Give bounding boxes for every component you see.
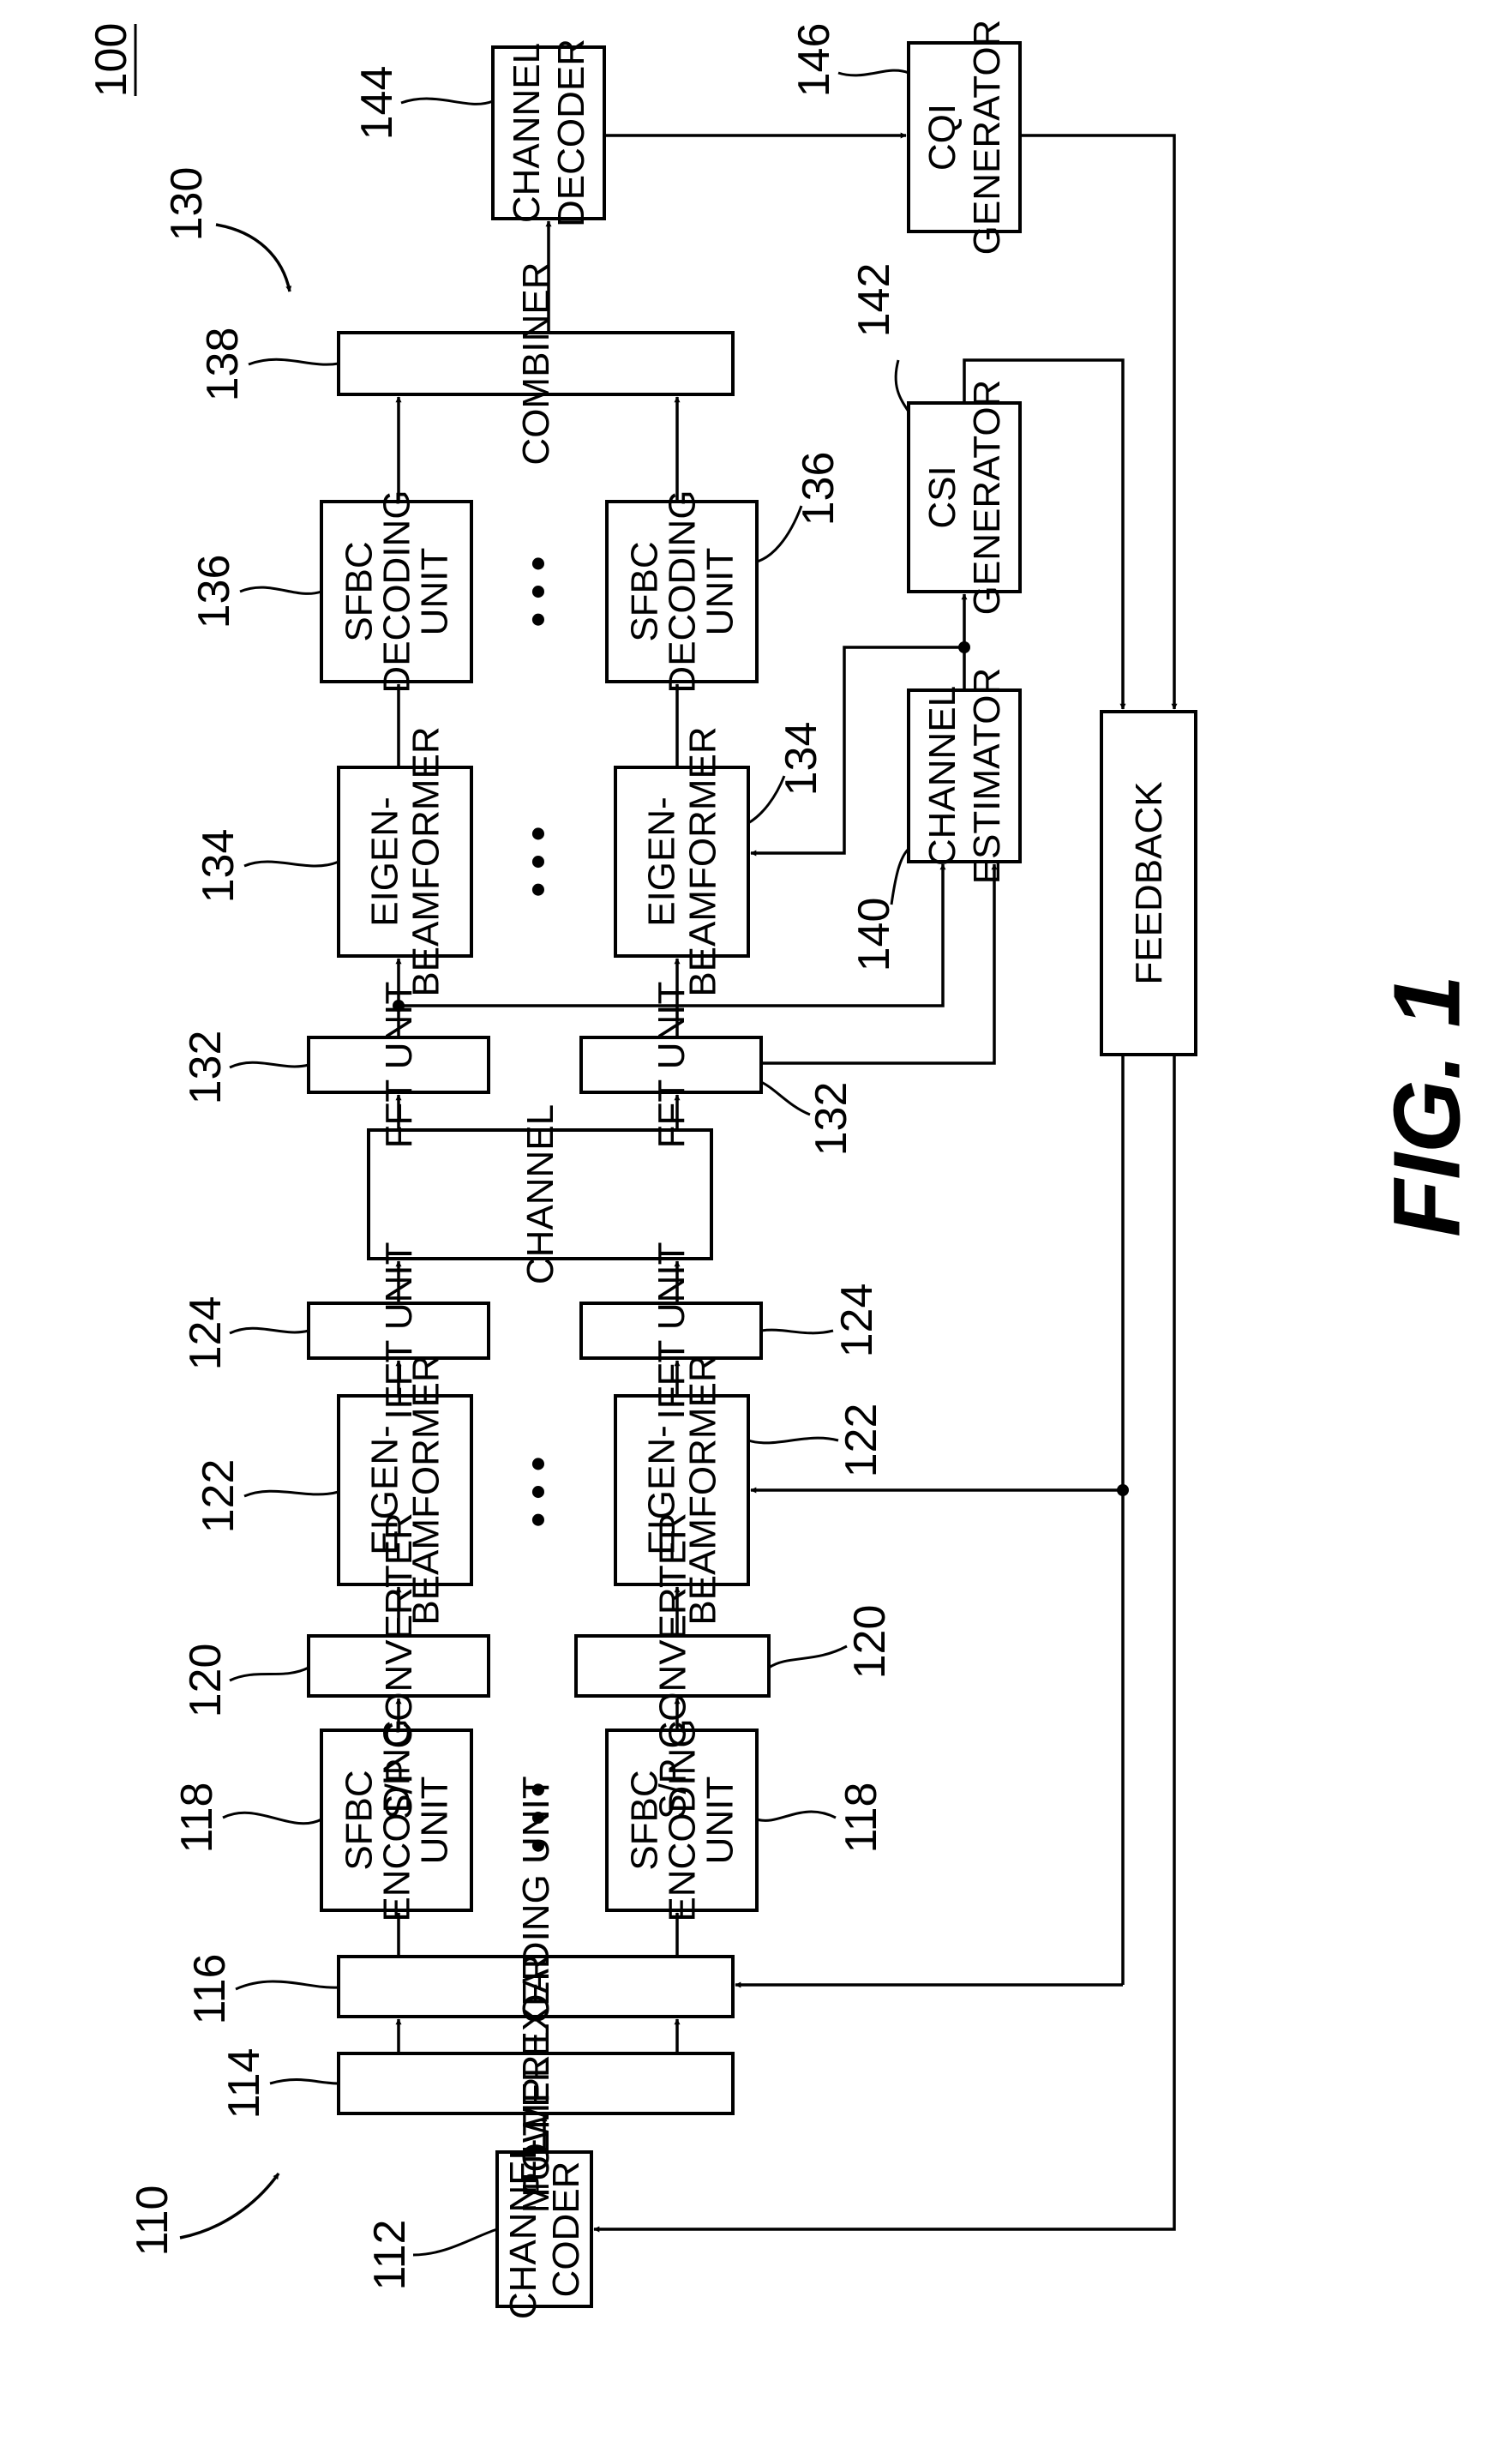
ref-142: 142	[849, 263, 899, 338]
channel-decoder-block-label-line-2: DECODER	[550, 39, 592, 227]
figure-caption: FIG. 1	[1375, 975, 1480, 1237]
ifft-unit-block-2-label-line-1: IFFT UNIT	[651, 1242, 693, 1420]
ref-134-a-leader	[244, 862, 339, 866]
ref-122-b-leader	[748, 1438, 838, 1443]
ref-118-a: 118	[172, 1783, 222, 1854]
eigen-beamformer-rx-block-1-label-line-1: EIGEN-	[363, 797, 405, 927]
ref-136-b: 136	[794, 452, 843, 526]
channel-decoder-block-label-line-1: CHANNEL	[506, 43, 548, 223]
ref-112-leader	[413, 2229, 497, 2255]
ref-114: 114	[219, 2048, 269, 2119]
eigen-beamformer-rx-block-1-label-line-2: BEAMFORMER	[405, 726, 447, 996]
ref-100: 100	[87, 23, 136, 98]
sfbc-decoding-unit-block-1-label-line-1: SFBC	[338, 541, 380, 641]
feedback-block-label: FEEDBACK	[1128, 781, 1170, 984]
fft-unit-block-2-label: FFT UNIT	[651, 982, 693, 1149]
ref-122-a: 122	[194, 1459, 243, 1534]
ref-132-a-leader	[230, 1062, 309, 1067]
ref-138-leader	[249, 359, 339, 364]
ref-124-a: 124	[181, 1296, 231, 1371]
ellipsis-eigen-rx: • • •	[513, 826, 563, 898]
ifft-unit-block-1-label-line-1: IFFT UNIT	[378, 1242, 420, 1420]
ifft-unit-block-2-label: IFFT UNIT	[651, 1242, 693, 1420]
eigen-beamformer-rx-block-2-label-line-2: BEAMFORMER	[681, 726, 723, 996]
channel-estimator-block-label-line-2: ESTIMATOR	[966, 668, 1008, 885]
ref-136-a: 136	[189, 555, 239, 629]
ref-134-a: 134	[194, 829, 243, 904]
ref-112: 112	[365, 2220, 415, 2291]
ref-144: 144	[352, 66, 402, 141]
sfbc-encoding-unit-block-1-label-line-1: SFBC	[338, 1770, 380, 1870]
junction-fft1-tap	[393, 1000, 405, 1012]
sfbc-decoding-unit-block-2-label-line-3: UNIT	[699, 548, 741, 636]
ref-122-a-leader	[244, 1491, 339, 1496]
ref-130-pointer	[216, 225, 290, 292]
combiner-block-label-line-1: COMBINER	[515, 262, 557, 465]
ellipsis-sfbc-encoding: • • •	[513, 1782, 563, 1854]
ref-122-b: 122	[837, 1404, 886, 1478]
feedback-block-label-line-1: FEEDBACK	[1128, 781, 1170, 984]
sfbc-decoding-unit-block-1-label-line-3: UNIT	[413, 548, 455, 636]
cqi-to-feedback-arrow	[1020, 135, 1174, 709]
ifft-unit-block-1-label: IFFT UNIT	[378, 1242, 420, 1420]
ellipsis-eigen-tx: • • •	[513, 1456, 563, 1528]
ref-132-a: 132	[181, 1031, 231, 1105]
ref-136-a-leader	[240, 587, 321, 593]
ref-140: 140	[849, 898, 899, 972]
ref-120-a-leader	[230, 1668, 309, 1680]
fft-unit-block-2-label-line-1: FFT UNIT	[651, 982, 693, 1149]
combiner-block-label: COMBINER	[515, 262, 557, 465]
ref-132-b-leader	[761, 1082, 810, 1115]
ref-118-b: 118	[837, 1783, 886, 1854]
eigen-beamformer-tx-block-2-label-line-1: EIGEN-	[640, 1425, 682, 1555]
channel-block-label-line-1: CHANNEL	[519, 1104, 561, 1284]
ref-110-pointer	[180, 2173, 279, 2238]
junction-estimator-tap	[958, 641, 970, 653]
ref-120-b: 120	[845, 1605, 895, 1680]
cqi-generator-block-label-line-2: GENERATOR	[966, 20, 1008, 256]
channel-estimator-block-label-line-1: CHANNEL	[921, 686, 963, 866]
ref-118-b-leader	[757, 1812, 836, 1820]
ref-138: 138	[198, 328, 248, 402]
ref-118-a-leader	[223, 1813, 321, 1824]
sfbc-encoding-unit-block-2-label-line-3: UNIT	[699, 1777, 741, 1865]
ref-124-b-leader	[761, 1330, 833, 1333]
sfbc-decoding-unit-block-2-label-line-2: DECODING	[661, 490, 703, 693]
ref-110: 110	[128, 2185, 177, 2257]
ref-140-leader	[891, 849, 909, 905]
ref-114-leader	[270, 2080, 339, 2083]
ref-134-b: 134	[777, 722, 826, 797]
csi-generator-block-label-line-2: GENERATOR	[966, 380, 1008, 616]
ref-116: 116	[185, 1954, 235, 2025]
ref-144-leader	[401, 99, 493, 104]
ellipsis-sfbc-decoding: • • •	[513, 556, 563, 628]
eigen-beamformer-rx-block-2-label-line-1: EIGEN-	[640, 797, 682, 927]
cqi-generator-block-label-line-1: CQI	[921, 104, 963, 171]
ref-116-leader	[236, 1981, 339, 1989]
channel-block-label: CHANNEL	[519, 1104, 561, 1284]
ref-146: 146	[789, 23, 839, 98]
junction-feedback-tap	[1117, 1484, 1129, 1496]
eigen-beamformer-tx-block-1-label-line-1: EIGEN-	[363, 1425, 405, 1555]
ref-142-leader	[896, 360, 909, 412]
ref-132-b: 132	[807, 1082, 856, 1157]
ref-120-a: 120	[181, 1644, 231, 1718]
ref-130: 130	[162, 167, 212, 242]
sfbc-decoding-unit-block-2-label-line-1: SFBC	[623, 541, 665, 641]
ref-124-b: 124	[832, 1284, 882, 1358]
ref-146-leader	[838, 70, 909, 75]
csi-generator-block-label-line-1: CSI	[921, 466, 963, 528]
sfbc-decoding-unit-block-1-label-line-2: DECODING	[375, 490, 417, 693]
ref-120-b-leader	[769, 1646, 847, 1668]
ref-124-a-leader	[230, 1328, 309, 1333]
